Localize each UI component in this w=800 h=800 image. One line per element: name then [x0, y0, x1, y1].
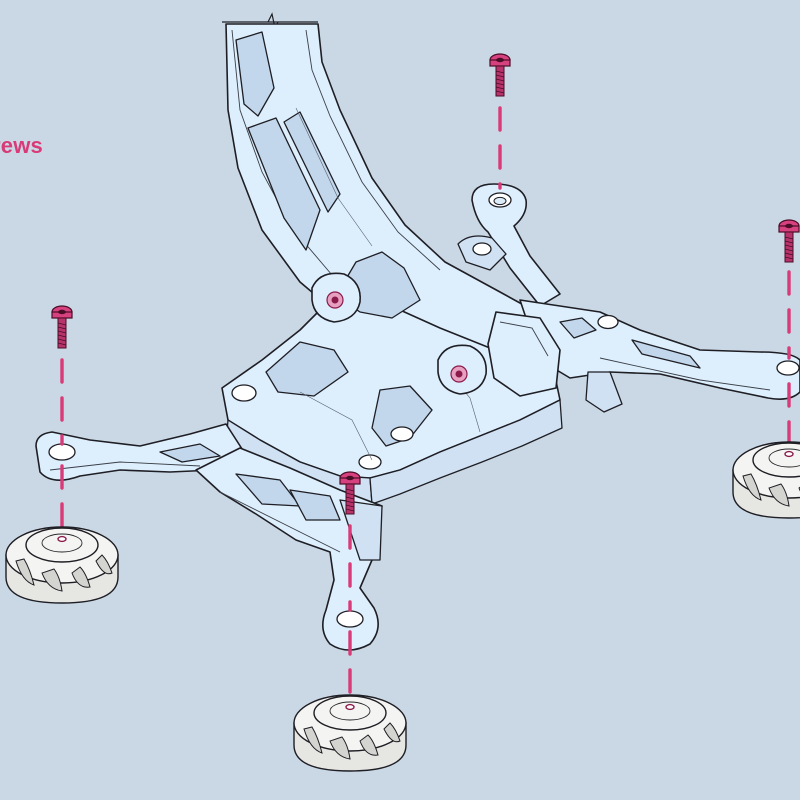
- stem-fillet-line: [295, 107, 373, 247]
- foot-right: [732, 441, 800, 519]
- right-arm-hole-inner: [597, 314, 619, 330]
- foot-right-hole: [784, 450, 794, 458]
- foot-left: [5, 526, 119, 604]
- foot-left-dome: [25, 527, 99, 563]
- right-arm-pocket-a: [559, 317, 597, 339]
- front-arm: [195, 447, 383, 651]
- left-arm-edge: [49, 461, 201, 471]
- center-block: [221, 251, 563, 505]
- front-arm-end-hole: [336, 610, 364, 628]
- hinge-bosses: [311, 272, 561, 397]
- rear-arm-body: [471, 183, 561, 307]
- stem-slot-side: [283, 111, 341, 213]
- screw-left-socket: [58, 309, 66, 315]
- screw-front: [339, 471, 361, 515]
- left-arm-end-hole: [48, 443, 76, 461]
- rear-boss-hole: [472, 242, 492, 256]
- foot-front: [293, 694, 407, 772]
- front-arm-edge: [219, 491, 341, 553]
- foot-front-hole: [345, 703, 355, 711]
- stem-slot-upper: [235, 31, 275, 117]
- hinge-knuckle-edge: [499, 321, 549, 357]
- screw-right: [778, 219, 800, 263]
- center-hole-mid: [390, 426, 414, 442]
- foot-front-dome: [313, 695, 387, 731]
- guide-lines: [60, 106, 791, 702]
- screw-front-socket: [346, 475, 354, 481]
- rear-arm-hole-inner: [493, 196, 507, 206]
- right-arm-end-hole: [776, 360, 800, 376]
- hinge-bolt-left-center: [331, 296, 339, 304]
- hinge-knuckle: [487, 311, 561, 397]
- callout-label: rews: [0, 133, 43, 158]
- right-arm: [519, 299, 800, 413]
- front-arm-pocket-b: [289, 489, 341, 521]
- right-arm-web: [585, 371, 623, 413]
- center-block-front: [369, 399, 563, 505]
- stem-edge-right: [305, 29, 441, 271]
- right-arm-pocket-b: [631, 339, 701, 369]
- rear-arm: [457, 183, 561, 307]
- right-arm-edge: [599, 357, 771, 391]
- screw-left: [51, 305, 73, 349]
- left-arm-pocket: [159, 443, 221, 463]
- screw-right-socket: [785, 223, 793, 229]
- center-hole-left: [231, 384, 257, 402]
- foot-left-hole: [57, 535, 67, 543]
- hinge-bolt-right-center: [455, 370, 463, 378]
- screw-top: [489, 53, 511, 97]
- screw-top-socket: [496, 57, 504, 63]
- stem-slot-lower: [247, 117, 321, 251]
- front-arm-web: [339, 499, 383, 561]
- center-hole-front: [358, 454, 382, 470]
- frame-stem: [222, 12, 561, 413]
- center-pocket-left: [265, 341, 349, 397]
- center-fillet: [299, 391, 373, 461]
